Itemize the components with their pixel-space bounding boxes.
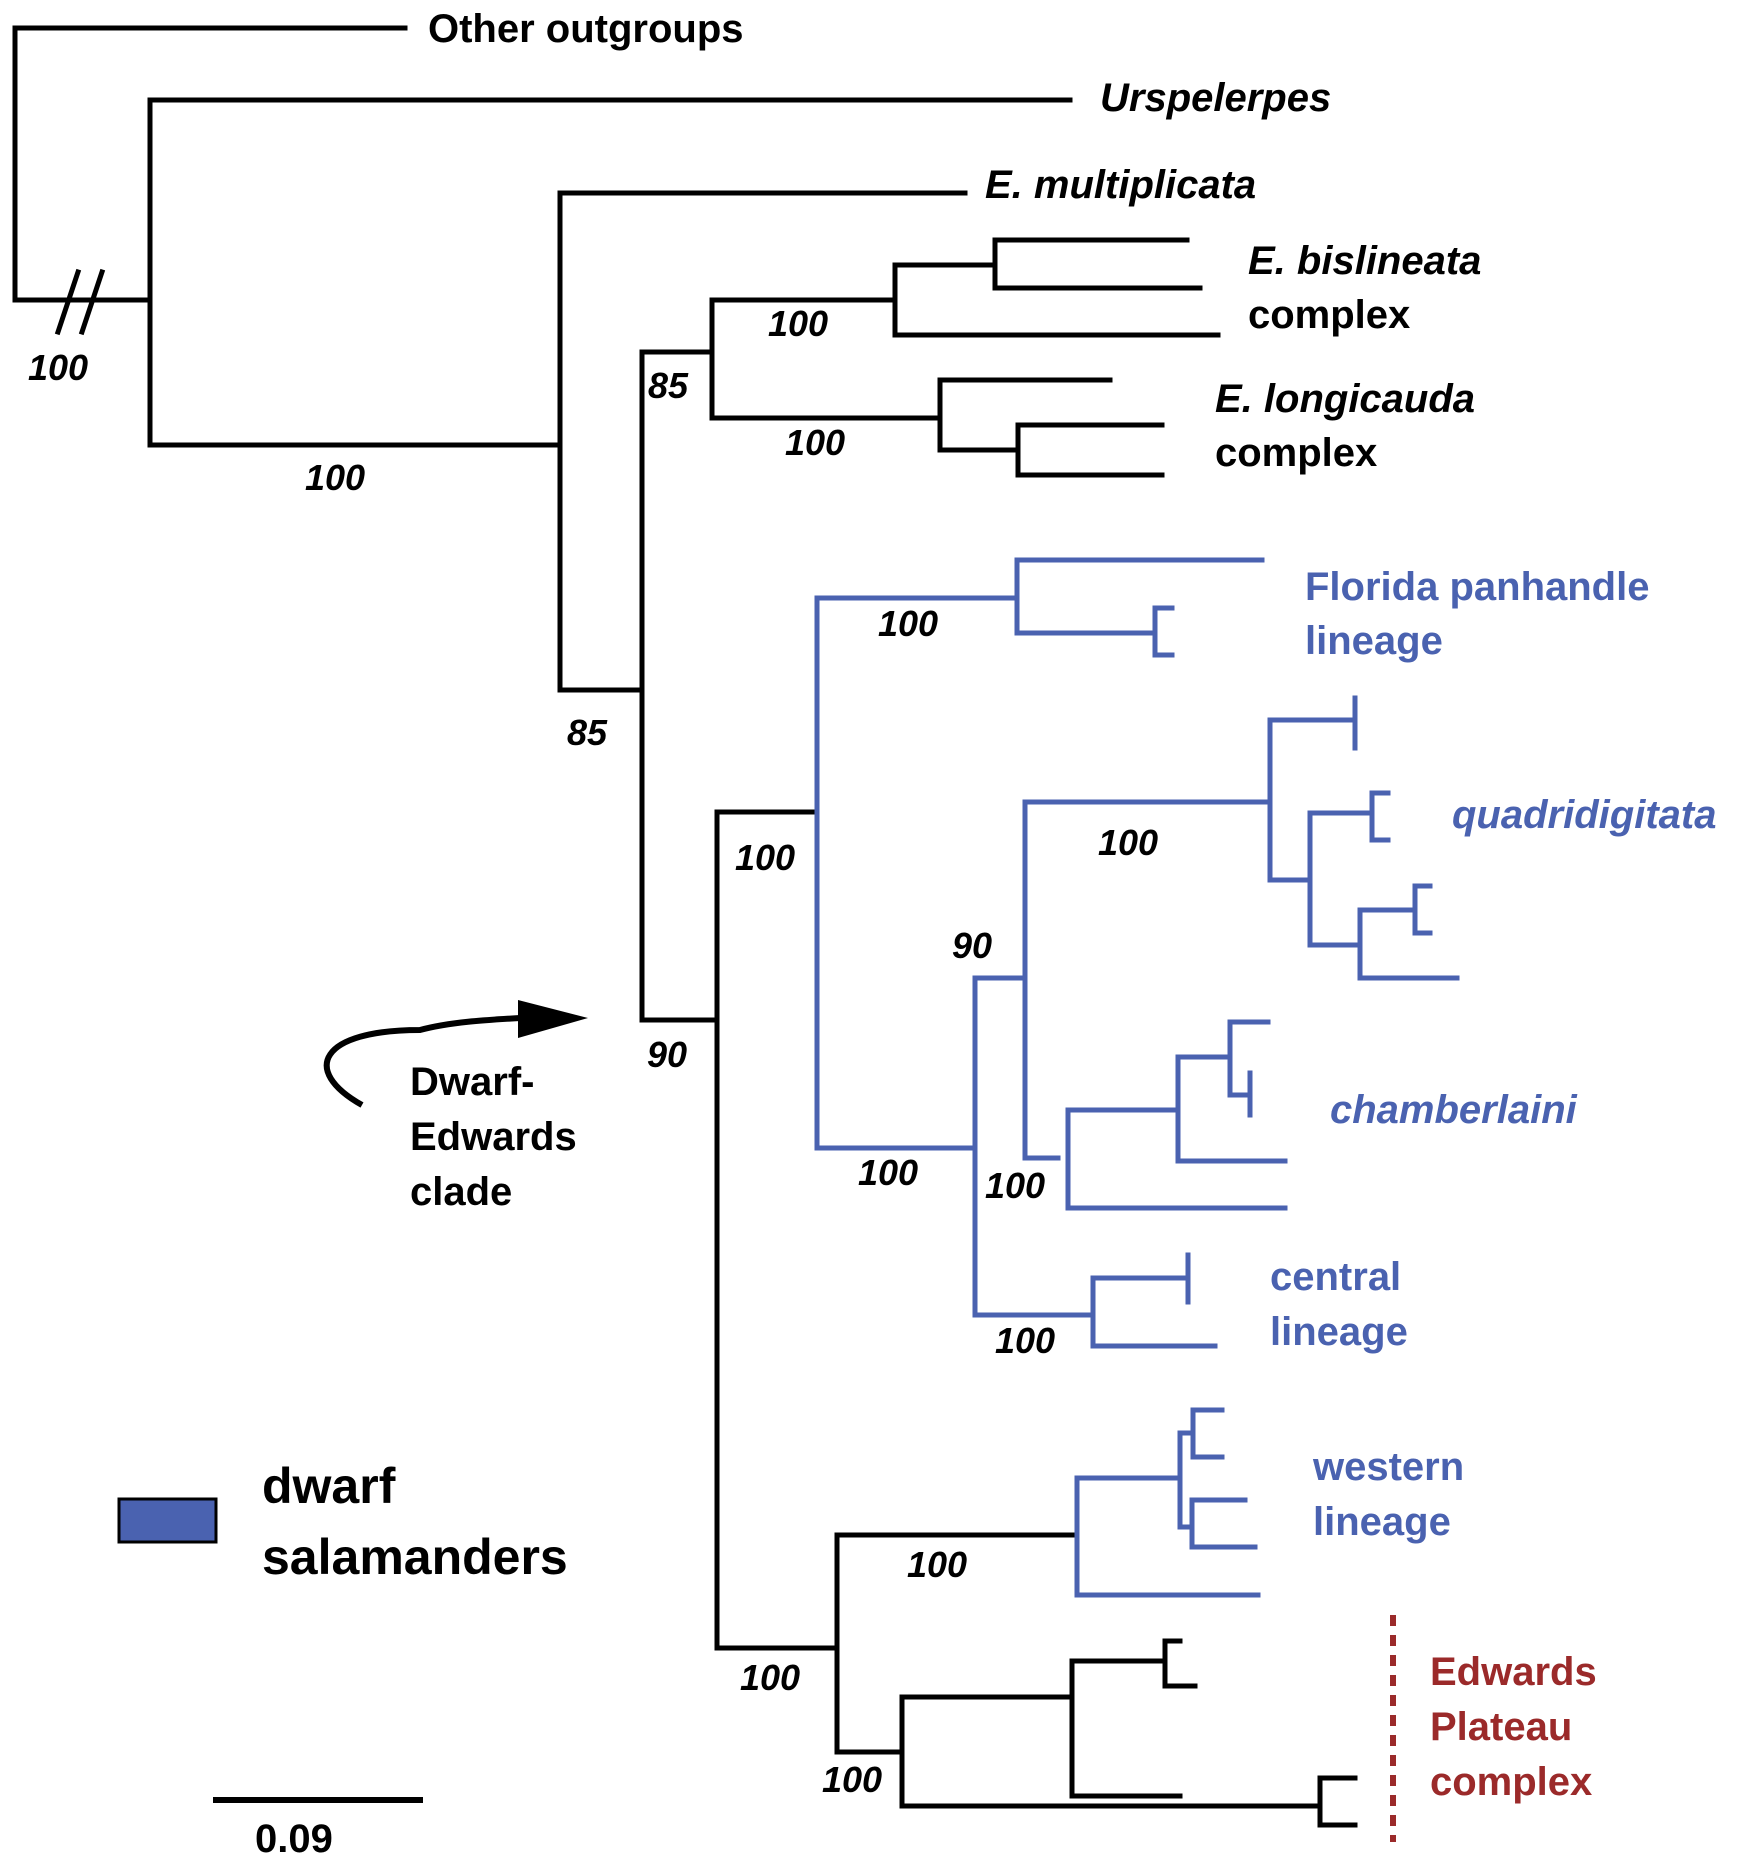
chamberlaini-clade: [1065, 1019, 1288, 1211]
support-quadridigitata: 100: [1098, 822, 1158, 863]
label-other-outgroups: Other outgroups: [428, 7, 744, 51]
support-bislineata: 100: [768, 303, 828, 344]
annotation-line-1: Dwarf-: [410, 1060, 534, 1104]
legend-label-1: dwarf: [262, 1458, 396, 1514]
bis-long-branch: [709, 297, 943, 421]
support-edwards: 100: [822, 1759, 882, 1800]
support-values: 100 100 85 85 100 100 90 100 100 100 90 …: [28, 303, 1158, 1800]
label-longicauda: E. longicauda: [1215, 377, 1475, 421]
label-florida-lineage: lineage: [1305, 619, 1443, 663]
urspelerpes-branch: [147, 97, 1073, 448]
outgroup-branches: [12, 25, 1358, 1828]
label-multiplicata: E. multiplicata: [985, 163, 1256, 207]
label-western-lineage: lineage: [1313, 1500, 1451, 1544]
label-chamberlaini: chamberlaini: [1330, 1088, 1578, 1132]
arrowhead: [518, 1000, 588, 1038]
dwarf-edwards-stem: [714, 809, 840, 1651]
support-longicauda: 100: [785, 422, 845, 463]
clade-annotation: Dwarf- Edwards clade: [323, 1000, 588, 1214]
label-urspelerpes: Urspelerpes: [1100, 76, 1331, 120]
support-western: 100: [907, 1544, 967, 1585]
curved-arrow: [323, 1015, 521, 1108]
florida-clade: [1014, 557, 1265, 658]
scale-bar: 0.09: [213, 1797, 423, 1858]
dwarf-stem: [814, 595, 1020, 1151]
annotation-line-3: clade: [410, 1170, 512, 1214]
legend: dwarf salamanders: [117, 1458, 568, 1585]
quadridigitata-clade: [1267, 695, 1460, 981]
longicauda-clade: [937, 377, 1165, 478]
quad-cham-node: [1022, 799, 1273, 1161]
central-clade: [1090, 1252, 1218, 1349]
label-edwards: Edwards: [1430, 1650, 1597, 1694]
label-quadridigitata: quadridigitata: [1452, 793, 1716, 837]
edwards-plateau-clade: [899, 1638, 1358, 1828]
label-central: central: [1270, 1255, 1401, 1299]
bislineata-clade: [892, 237, 1221, 338]
label-longicauda-complex: complex: [1215, 431, 1377, 475]
dwarf-salamander-branches: [814, 557, 1460, 1598]
label-western: western: [1312, 1445, 1464, 1489]
dwarf-core-node: [972, 975, 1096, 1318]
support-western-edwards: 100: [740, 1657, 800, 1698]
edwards-labels: Edwards Plateau complex: [1430, 1650, 1597, 1804]
support-florida: 100: [878, 603, 938, 644]
support-dwarf-core: 100: [858, 1152, 918, 1193]
dwarf-labels: Florida panhandle lineage quadridigitata…: [1270, 565, 1716, 1544]
legend-label-2: salamanders: [262, 1529, 568, 1585]
scale-bar-label: 0.09: [255, 1817, 333, 1858]
support-eurycea-core: 85: [567, 712, 608, 753]
label-bislineata-complex: complex: [1248, 293, 1410, 337]
root-branch: [12, 25, 408, 303]
label-plateau: Plateau: [1430, 1705, 1572, 1749]
western-edwards-node: [834, 1532, 1080, 1755]
label-edwards-complex: complex: [1430, 1760, 1592, 1804]
root-break-mark-2: [78, 268, 106, 336]
support-urspelerpes-split: 100: [305, 457, 365, 498]
label-central-lineage: lineage: [1270, 1310, 1408, 1354]
support-quad-cham: 90: [952, 925, 992, 966]
root-break-mark-1: [54, 268, 82, 336]
eurycea-core-branch: [557, 190, 968, 693]
support-dwarf-edwards: 90: [647, 1034, 687, 1075]
annotation-line-2: Edwards: [410, 1115, 577, 1159]
support-chamberlaini: 100: [985, 1165, 1045, 1206]
support-root: 100: [28, 347, 88, 388]
legend-swatch: [117, 1497, 218, 1544]
support-bis-long: 85: [648, 365, 689, 406]
label-bislineata: E. bislineata: [1248, 239, 1481, 283]
bis-long-dwarf-branch: [639, 349, 720, 1023]
outgroup-labels: Other outgroups Urspelerpes E. multiplic…: [428, 7, 1481, 475]
label-florida: Florida panhandle: [1305, 565, 1649, 609]
support-dwarf: 100: [735, 837, 795, 878]
western-clade: [1074, 1407, 1261, 1598]
support-central: 100: [995, 1320, 1055, 1361]
